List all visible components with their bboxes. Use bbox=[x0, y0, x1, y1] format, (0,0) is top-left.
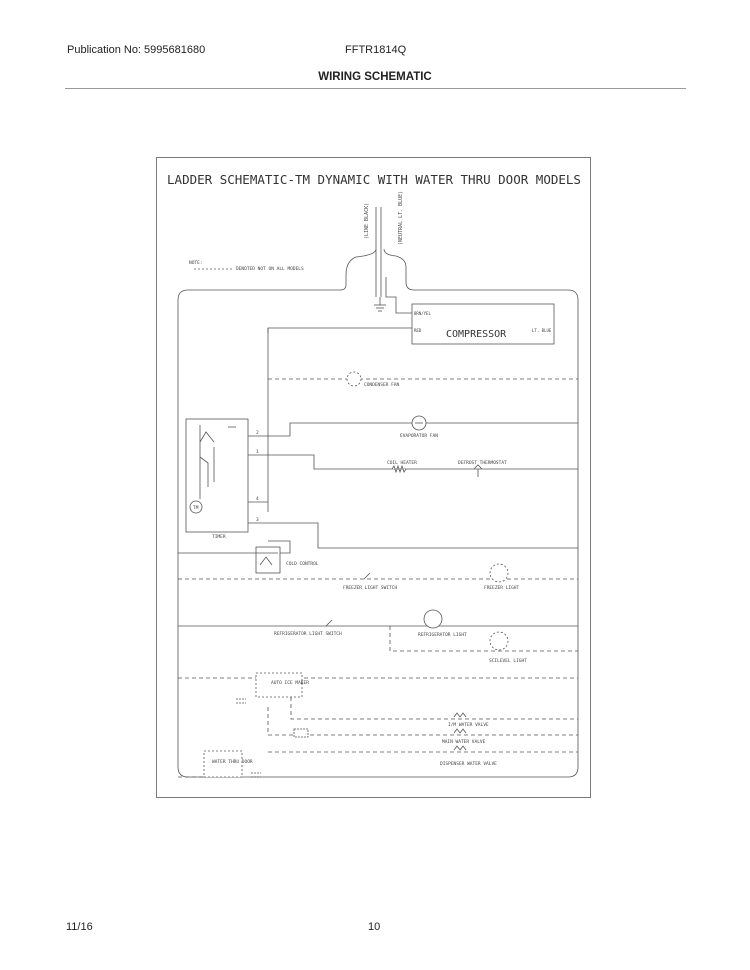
refrigerator-light-icon bbox=[423, 609, 443, 629]
scilevel-light-label: SCILEVEL LIGHT bbox=[489, 658, 527, 664]
defrost-thermostat-label: DEFROST THERMOSTAT bbox=[458, 460, 507, 466]
evaporator-fan-rung bbox=[248, 422, 578, 437]
line-label: (LINE BLACK) bbox=[364, 203, 370, 239]
main-water-valve-symbol bbox=[453, 728, 467, 734]
wiring-schematic-diagram: LADDER SCHEMATIC-TM DYNAMIC WITH WATER T… bbox=[167, 172, 581, 778]
condenser-fan-label: CONDENSER FAN bbox=[364, 382, 400, 388]
water-thru-door-box bbox=[203, 750, 243, 778]
terminal-2-label: 2 bbox=[256, 430, 259, 436]
wire-brn-yel-label: BRN/YEL bbox=[414, 311, 431, 316]
evaporator-fan-label: EVAPORATOR FAN bbox=[400, 433, 438, 439]
dispenser-water-valve-label: DISPENSER WATER VALVE bbox=[440, 761, 497, 767]
auto-ice-maker-label: AUTO ICE MAKER bbox=[271, 680, 309, 686]
wire-red-label: RED bbox=[414, 328, 422, 333]
freezer-light-label: FREEZER LIGHT bbox=[484, 585, 520, 591]
cold-control-box bbox=[255, 546, 281, 574]
refrigerator-light-switch-label: REFRIGERATOR LIGHT SWITCH bbox=[274, 631, 342, 637]
publication-number: Publication No: 5995681680 bbox=[67, 44, 206, 56]
neutral-label: (NEUTRAL LT. BLUE) bbox=[398, 191, 404, 245]
timer-motor-icon bbox=[189, 500, 203, 514]
scilevel-light-rung bbox=[389, 626, 578, 652]
wire-lt-blue-label: LT. BLUE bbox=[532, 328, 552, 333]
defrost-rung bbox=[248, 454, 578, 470]
note-text: DENOTED NOT ON ALL MODELS bbox=[236, 266, 304, 272]
water-thru-door-label: WATER THRU DOOR bbox=[212, 759, 253, 765]
im-water-valve-rung bbox=[290, 697, 578, 720]
im-water-valve-symbol bbox=[453, 712, 467, 718]
terminal-3-rung bbox=[248, 522, 578, 549]
supply-wires bbox=[177, 207, 579, 778]
schematic-title: LADDER SCHEMATIC-TM DYNAMIC WITH WATER T… bbox=[167, 172, 581, 187]
timer-box bbox=[185, 418, 249, 533]
cold-control-label: COLD CONTROL bbox=[286, 561, 319, 567]
terminal-3-label: 3 bbox=[256, 517, 259, 523]
dispenser-water-valve-symbol bbox=[453, 745, 467, 751]
terminal-1-label: 1 bbox=[256, 449, 259, 455]
header-divider bbox=[65, 88, 686, 89]
compressor-box bbox=[411, 303, 555, 345]
water-valve-connector bbox=[293, 728, 309, 738]
auto-ice-maker-box bbox=[255, 672, 303, 698]
condenser-fan-icon bbox=[346, 371, 362, 387]
section-title: WIRING SCHEMATIC bbox=[318, 71, 432, 83]
footer-date: 11/16 bbox=[66, 921, 93, 933]
timer-label: TIMER bbox=[212, 534, 226, 540]
refrigerator-light-label: REFRIGERATOR LIGHT bbox=[418, 632, 467, 638]
freezer-light-switch-label: FREEZER LIGHT SWITCH bbox=[343, 585, 397, 591]
main-water-valve-rung bbox=[267, 707, 578, 736]
coil-heater-symbol bbox=[391, 464, 407, 474]
im-water-valve-label: I/M WATER VALVE bbox=[448, 722, 489, 728]
main-water-valve-label: MAIN WATER VALVE bbox=[442, 739, 486, 745]
compressor-label: COMPRESSOR bbox=[446, 329, 507, 340]
timer-tm-label: TM bbox=[193, 505, 199, 511]
coil-heater-label: COIL HEATER bbox=[387, 460, 417, 466]
note-label: NOTE: bbox=[189, 260, 203, 266]
model-number: FFTR1814Q bbox=[345, 44, 407, 56]
scilevel-light-icon bbox=[489, 631, 509, 651]
schematic-frame bbox=[156, 157, 591, 798]
freezer-light-icon bbox=[489, 563, 509, 583]
terminal-4-label: 4 bbox=[256, 496, 259, 502]
page-number: 10 bbox=[368, 921, 381, 933]
defrost-thermostat-symbol bbox=[473, 464, 483, 470]
